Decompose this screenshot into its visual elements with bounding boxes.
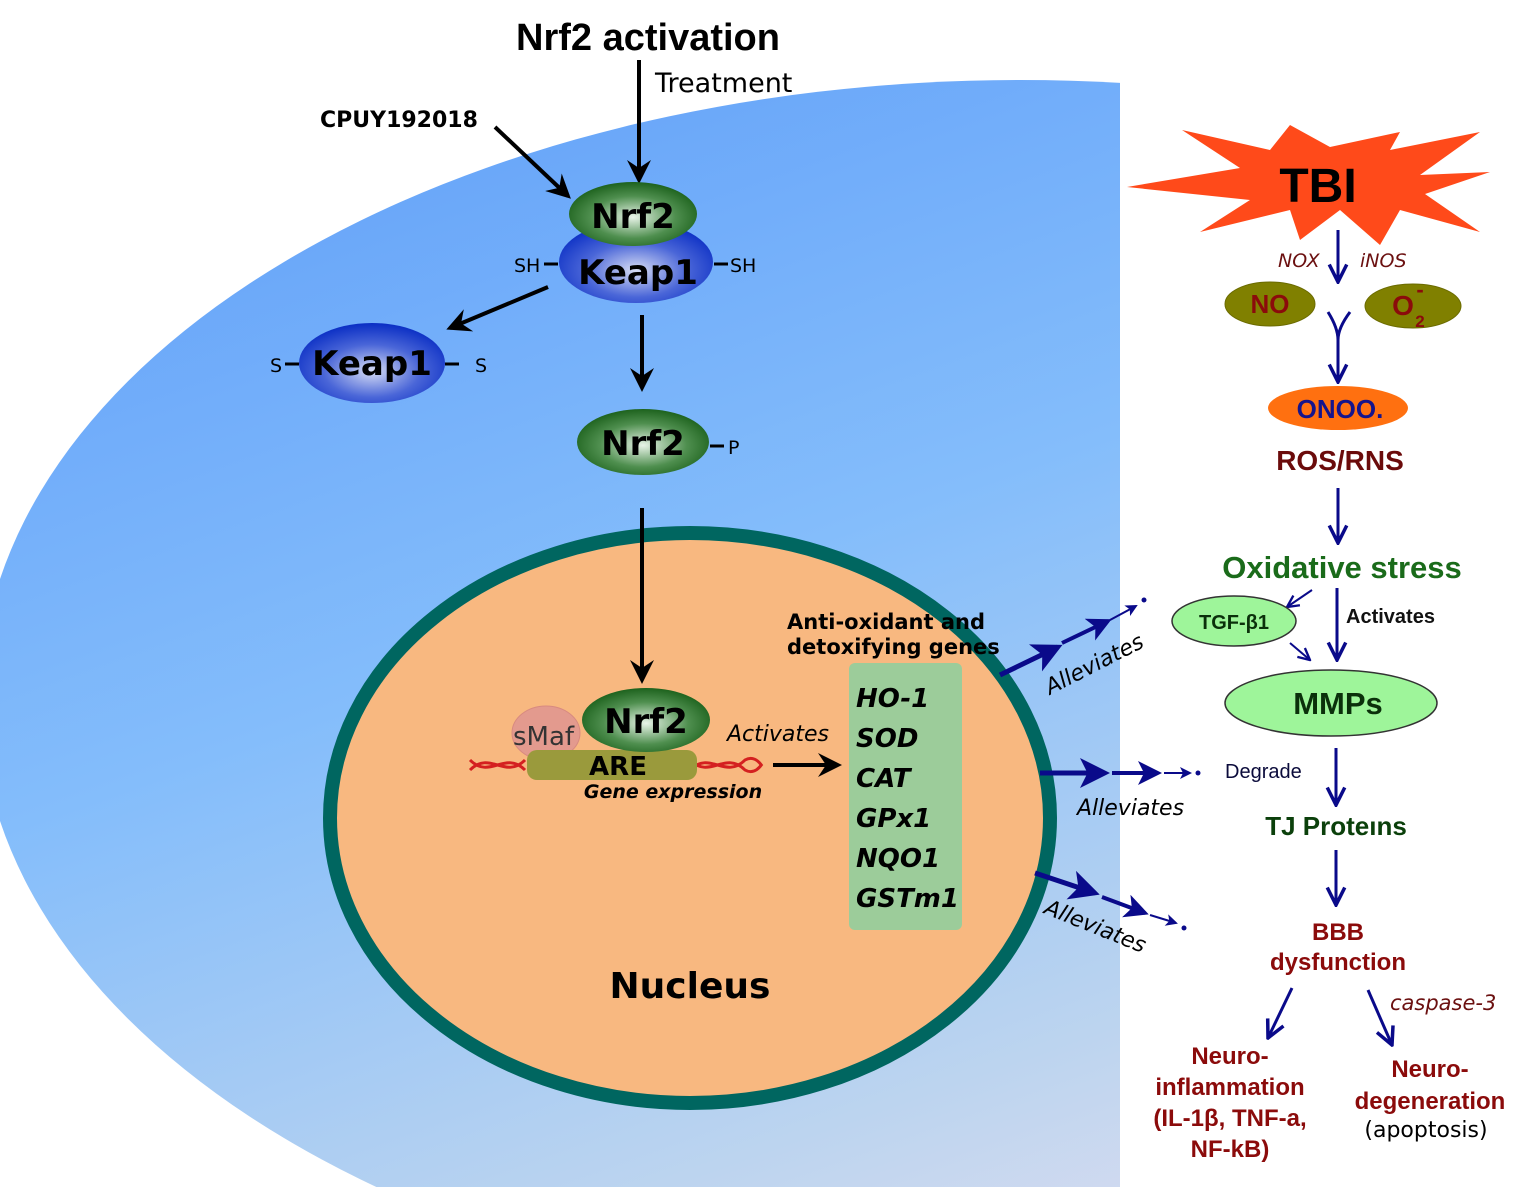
oxidative-stress-label: Oxidative stress	[1222, 550, 1462, 585]
apoptosis-label: (apoptosis)	[1364, 1118, 1487, 1143]
nucleus-label: Nucleus	[610, 966, 771, 1007]
title: Nrf2 activation	[516, 17, 780, 59]
genes-heading-line2: detoxifying genes	[787, 635, 1000, 659]
gene-item: GSTm1	[856, 884, 959, 914]
dna-are-complex: sMaf Nrf2 ARE Gene expression	[468, 688, 764, 803]
are-label: ARE	[589, 752, 647, 782]
genes-heading-line1: Anti-oxidant and	[787, 610, 985, 634]
complex-keap1-label: Keap1	[578, 253, 698, 293]
are-box	[527, 750, 697, 780]
ros-rns-label: ROS/RNS	[1276, 445, 1404, 476]
gene-item: HO-1	[856, 684, 929, 714]
caspase-label: caspase-3	[1390, 991, 1496, 1015]
degrade-label: Degrade	[1225, 761, 1302, 783]
alleviates-label: Alleviates	[1075, 796, 1184, 821]
superoxide-label: O	[1392, 290, 1414, 321]
phospho-nrf2-label: Nrf2	[601, 424, 685, 464]
tgf-arrow	[1287, 589, 1313, 607]
neuroinflammation-line: inflammation	[1155, 1074, 1304, 1101]
treatment-label: Treatment	[654, 68, 792, 99]
neuroinflammation: Neuro- inflammation (IL-1β, TNF-a, NF-kB…	[1153, 1043, 1306, 1163]
released-keap1-label: Keap1	[312, 344, 432, 384]
no-ellipse	[1224, 281, 1316, 327]
nox-label: NOX	[1278, 250, 1321, 272]
dna-helix-left	[468, 758, 527, 772]
neurodegeneration-line: Neuro-	[1391, 1056, 1468, 1083]
tbi-label: TBI	[1279, 160, 1356, 213]
tgf-mmps-arrow	[1289, 642, 1310, 660]
tbi-panel-background	[1120, 110, 1528, 1187]
nrf2-keap1-complex: Nrf2 Keap1 SH SH	[514, 182, 756, 303]
compound-arrow	[493, 125, 571, 199]
inos-label: iNOS	[1360, 250, 1407, 272]
alleviates-arrow-middle: Alleviates	[1040, 758, 1201, 821]
superoxide-superscript: -	[1416, 277, 1423, 302]
phospho-nrf2-ellipse	[577, 409, 709, 475]
phospho-nrf2: Nrf2 P	[577, 409, 739, 475]
tj-proteins-label: TJ Proteıns	[1265, 811, 1407, 841]
compound-label: CPUY192018	[320, 108, 478, 133]
released-keap1: Keap1 S S	[270, 323, 487, 403]
gene-item: SOD	[856, 724, 918, 754]
neurodegeneration: Neuro- degeneration (apoptosis)	[1355, 1056, 1506, 1143]
smaf-label: sMaf	[513, 722, 575, 752]
neuroinflammation-line: NF-kB)	[1191, 1136, 1270, 1163]
gene-item: CAT	[856, 764, 913, 794]
gene-item: NQO1	[856, 844, 940, 874]
nuclear-nrf2-label: Nrf2	[604, 702, 688, 742]
genes-box	[849, 663, 962, 930]
neurodegeneration-line: degeneration	[1355, 1088, 1506, 1115]
keap1-ellipse	[559, 221, 713, 303]
nucleus-activates-label: Activates	[725, 722, 829, 747]
sh-right-label: SH	[730, 255, 756, 277]
mmps-label: MMPs	[1293, 686, 1383, 721]
tbi-pathway: TBI NOX iNOS NO O 2 - ONOO. ROS/RNS Oxid…	[1127, 125, 1505, 1163]
gene-expression-label: Gene expression	[584, 781, 762, 803]
neurodegeneration-arrow	[1366, 989, 1392, 1045]
released-keap1-ellipse	[299, 323, 445, 403]
neuroinflammation-arrow	[1268, 987, 1294, 1038]
s-left-label: S	[270, 355, 282, 377]
tbi-starburst	[1127, 125, 1490, 245]
bbb-line2: dysfunction	[1270, 949, 1406, 976]
neuroinflammation-line: Neuro-	[1191, 1043, 1268, 1070]
genes-list: HO-1 SOD CAT GPx1 NQO1 GSTm1	[856, 684, 959, 914]
tgf-label: TGF-β1	[1199, 612, 1269, 634]
onoo-label: ONOO.	[1297, 394, 1384, 424]
neuroinflammation-line: (IL-1β, TNF-a,	[1153, 1105, 1306, 1132]
superoxide-subscript: 2	[1415, 312, 1424, 331]
s-right-label: S	[475, 355, 487, 377]
dna-helix-right	[688, 756, 764, 774]
nrf2-ellipse	[569, 182, 697, 246]
gene-item: GPx1	[856, 804, 931, 834]
sh-left-label: SH	[514, 255, 540, 277]
onoo-ellipse	[1268, 386, 1408, 430]
mmps-ellipse	[1224, 669, 1438, 737]
tgf-ellipse	[1171, 595, 1297, 647]
superoxide-ellipse	[1364, 283, 1462, 329]
no-label: NO	[1251, 289, 1290, 319]
release-keap1-arrow	[446, 285, 549, 332]
phospho-group-label: P	[728, 437, 739, 459]
activates-label: Activates	[1346, 606, 1435, 628]
nuclear-nrf2-ellipse	[582, 688, 710, 752]
bbb-line1: BBB	[1312, 919, 1364, 946]
complex-nrf2-label: Nrf2	[591, 197, 675, 237]
